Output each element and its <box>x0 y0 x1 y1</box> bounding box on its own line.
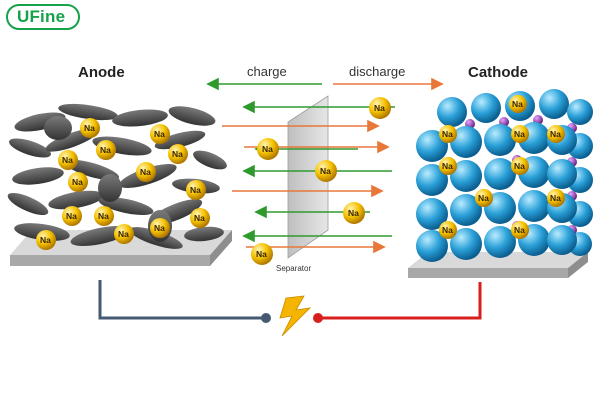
svg-text:Na: Na <box>348 208 359 218</box>
svg-text:Na: Na <box>442 129 453 139</box>
sodium-ion: Na <box>511 221 529 239</box>
sodium-ion: Na <box>439 125 457 143</box>
svg-text:Na: Na <box>154 129 165 139</box>
svg-text:Na: Na <box>320 166 331 176</box>
svg-text:Na: Na <box>154 223 165 233</box>
sodium-ion: Na <box>150 218 170 238</box>
sodium-ion: Na <box>547 189 565 207</box>
discharge-label: discharge <box>349 64 406 79</box>
discharge-arrows <box>222 77 444 254</box>
sodium-ion: Na <box>257 138 279 160</box>
sodium-ion: Na <box>251 243 273 265</box>
svg-text:Na: Na <box>514 129 525 139</box>
sodium-ion: Na <box>475 189 493 207</box>
svg-text:Na: Na <box>194 213 205 223</box>
sodium-ion: Na <box>58 150 78 170</box>
brand-logo: UFine <box>6 4 80 30</box>
svg-text:Na: Na <box>72 177 83 187</box>
svg-text:Na: Na <box>84 123 95 133</box>
svg-text:Na: Na <box>550 193 561 203</box>
sodium-ion: Na <box>315 160 337 182</box>
svg-text:Na: Na <box>262 144 273 154</box>
svg-text:Na: Na <box>374 103 385 113</box>
sodium-ion: Na <box>369 97 391 119</box>
svg-text:Na: Na <box>40 235 51 245</box>
sodium-ion: Na <box>511 157 529 175</box>
svg-text:Na: Na <box>256 249 267 259</box>
svg-text:Na: Na <box>442 161 453 171</box>
svg-text:Na: Na <box>514 225 525 235</box>
sodium-ions: Na Na Na Na Na Na Na Na Na Na Na Na Na N… <box>36 95 565 265</box>
sodium-ion: Na <box>343 202 365 224</box>
svg-text:Na: Na <box>66 211 77 221</box>
cathode-label: Cathode <box>468 64 528 81</box>
sodium-ion: Na <box>96 140 116 160</box>
svg-text:Na: Na <box>62 155 73 165</box>
svg-text:Na: Na <box>172 149 183 159</box>
cathode-wire <box>313 282 482 323</box>
sodium-ion: Na <box>168 144 188 164</box>
lightning-bolt-icon <box>279 295 312 337</box>
sodium-ion: Na <box>136 162 156 182</box>
sodium-ion: Na <box>439 221 457 239</box>
separator-label: Separator <box>276 264 312 273</box>
sodium-ion: Na <box>80 118 100 138</box>
sodium-ion: Na <box>511 125 529 143</box>
sodium-ion: Na <box>439 157 457 175</box>
svg-text:Na: Na <box>442 225 453 235</box>
svg-text:Na: Na <box>140 167 151 177</box>
sodium-ion: Na <box>62 206 82 226</box>
svg-text:Na: Na <box>550 129 561 139</box>
sodium-ion: Na <box>114 224 134 244</box>
sodium-ion: Na <box>547 125 565 143</box>
sodium-ion: Na <box>150 124 170 144</box>
svg-text:Na: Na <box>98 211 109 221</box>
svg-text:Na: Na <box>100 145 111 155</box>
sodium-ion: Na <box>94 206 114 226</box>
sodium-ion: Na <box>36 230 56 250</box>
sodium-ion: Na <box>186 180 206 200</box>
sodium-ion: Na <box>509 95 527 113</box>
charge-label: charge <box>247 64 287 79</box>
svg-text:Na: Na <box>190 185 201 195</box>
anode-label: Anode <box>78 64 125 81</box>
svg-text:Na: Na <box>478 193 489 203</box>
sodium-ion: Na <box>190 208 210 228</box>
cathode-current-collector <box>408 252 588 278</box>
svg-text:Na: Na <box>514 161 525 171</box>
svg-text:Na: Na <box>118 229 129 239</box>
sodium-ion: Na <box>68 172 88 192</box>
anode-wire <box>98 280 271 323</box>
svg-text:Na: Na <box>512 99 523 109</box>
brand-name: UFine <box>17 7 66 26</box>
